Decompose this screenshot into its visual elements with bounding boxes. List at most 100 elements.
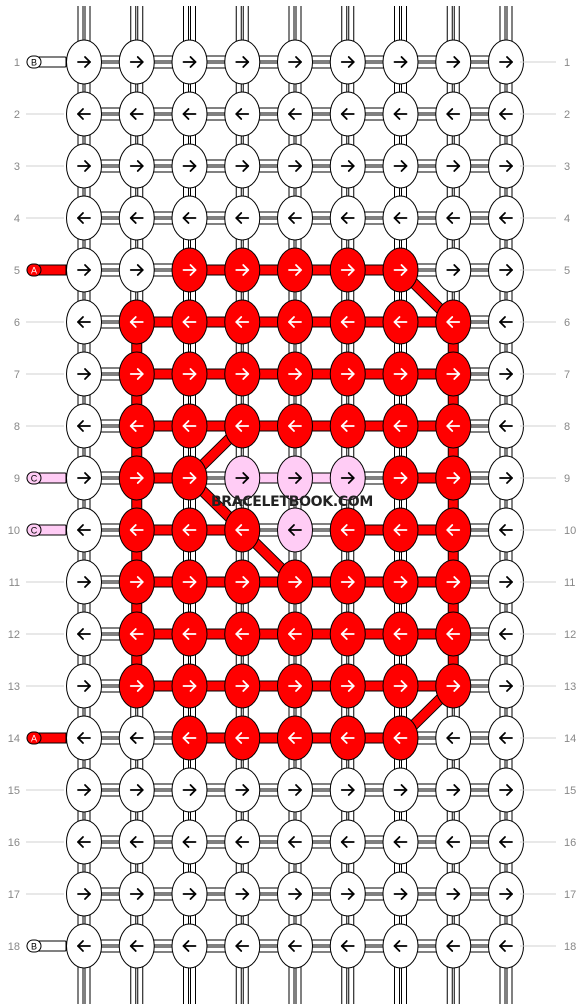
knot — [66, 351, 102, 397]
knot — [171, 91, 208, 137]
string-tag-label: A — [31, 266, 37, 276]
arrow-left-icon — [499, 836, 513, 848]
arrow-right-icon — [446, 680, 461, 692]
arrow-right-icon — [182, 888, 197, 900]
knot — [277, 715, 313, 761]
knot — [488, 507, 524, 553]
knot — [277, 611, 313, 657]
knot — [435, 351, 472, 397]
arrow-left-icon — [393, 940, 408, 952]
knot — [171, 871, 208, 917]
row-number-right: 11 — [564, 577, 575, 589]
knot — [435, 559, 472, 605]
knot — [66, 715, 102, 761]
knot — [171, 143, 208, 189]
string-tag-label: B — [31, 942, 37, 952]
knot — [224, 39, 261, 85]
knot — [66, 923, 102, 969]
arrow-left-icon — [499, 420, 513, 432]
arrow-left-icon — [340, 420, 355, 432]
knot — [435, 507, 472, 553]
row-number-left: 8 — [14, 421, 20, 433]
arrow-left-icon — [393, 732, 408, 744]
knot — [118, 39, 155, 85]
knot — [277, 819, 313, 865]
knot — [488, 403, 524, 449]
arrow-right-icon — [340, 576, 355, 588]
knot — [488, 299, 524, 345]
arrow-left-icon — [77, 940, 91, 952]
knot — [488, 351, 524, 397]
arrow-left-icon — [182, 732, 197, 744]
arrow-right-icon — [77, 680, 91, 692]
knot — [329, 91, 366, 137]
knot — [224, 715, 261, 761]
arrow-left-icon — [182, 628, 197, 640]
string-tag: A — [26, 263, 67, 277]
knot — [488, 871, 524, 917]
arrow-left-icon — [235, 316, 250, 328]
knot — [382, 767, 419, 813]
knot — [488, 923, 524, 969]
knot — [329, 507, 366, 553]
row-number-right: 6 — [564, 317, 570, 329]
arrow-right-icon — [446, 264, 461, 276]
knot — [277, 247, 313, 293]
arrow-left-icon — [499, 212, 513, 224]
knot — [435, 767, 472, 813]
knot — [66, 247, 102, 293]
knot — [435, 91, 472, 137]
knot — [171, 819, 208, 865]
knot — [277, 455, 313, 501]
arrow-right-icon — [340, 56, 355, 68]
knot — [382, 663, 419, 709]
arrow-left-icon — [340, 108, 355, 120]
arrow-left-icon — [235, 628, 250, 640]
arrow-left-icon — [77, 316, 91, 328]
arrow-right-icon — [393, 56, 408, 68]
knot — [171, 507, 208, 553]
arrow-left-icon — [182, 420, 197, 432]
knot — [382, 39, 419, 85]
knot — [118, 611, 155, 657]
knot — [382, 611, 419, 657]
arrow-left-icon — [340, 940, 355, 952]
arrow-left-icon — [288, 420, 302, 432]
knot — [277, 91, 313, 137]
knot — [329, 299, 366, 345]
arrow-left-icon — [129, 212, 144, 224]
arrow-right-icon — [446, 784, 461, 796]
arrow-right-icon — [288, 56, 302, 68]
arrow-left-icon — [129, 420, 144, 432]
knot — [382, 455, 419, 501]
arrow-left-icon — [235, 524, 250, 536]
knot — [329, 247, 366, 293]
arrow-right-icon — [499, 472, 513, 484]
knot — [118, 871, 155, 917]
row-number-right: 7 — [564, 369, 570, 381]
string-tag: B — [26, 939, 67, 953]
arrow-left-icon — [77, 524, 91, 536]
arrow-right-icon — [129, 888, 144, 900]
arrow-left-icon — [129, 836, 144, 848]
knot — [435, 195, 472, 241]
arrow-right-icon — [129, 264, 144, 276]
arrow-left-icon — [393, 108, 408, 120]
arrow-left-icon — [393, 628, 408, 640]
string-tag: A — [26, 731, 67, 745]
arrow-right-icon — [77, 160, 91, 172]
arrow-right-icon — [393, 680, 408, 692]
arrow-right-icon — [182, 264, 197, 276]
arrow-right-icon — [235, 888, 250, 900]
arrow-left-icon — [182, 940, 197, 952]
arrow-right-icon — [77, 472, 91, 484]
row-number-left: 2 — [14, 109, 20, 121]
arrow-left-icon — [340, 836, 355, 848]
knot — [488, 767, 524, 813]
arrow-right-icon — [129, 368, 144, 380]
arrow-right-icon — [446, 888, 461, 900]
arrow-right-icon — [235, 576, 250, 588]
arrow-left-icon — [393, 212, 408, 224]
knot — [224, 507, 261, 553]
knot — [329, 403, 366, 449]
